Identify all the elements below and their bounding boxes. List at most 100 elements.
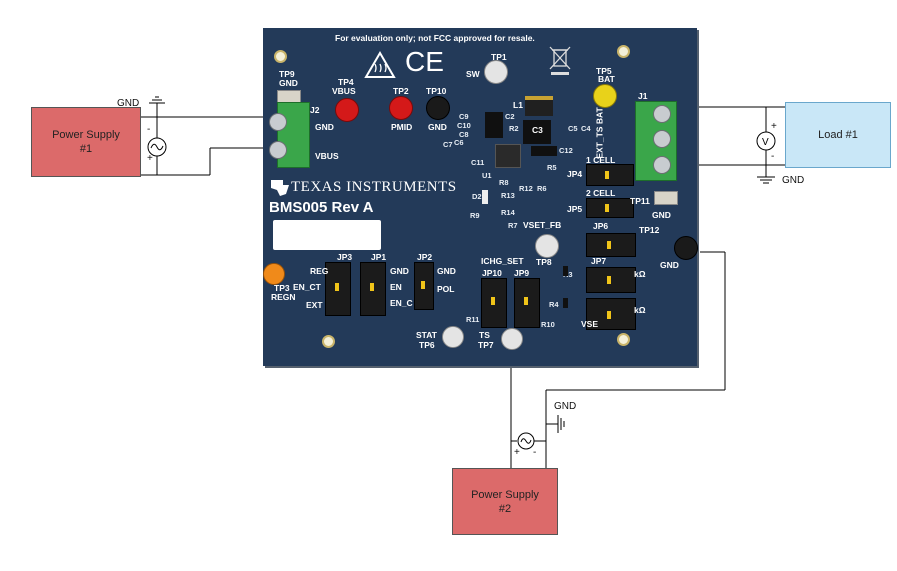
resistor-r4 bbox=[563, 298, 568, 308]
jp4-cell-label: 1 CELL bbox=[586, 155, 616, 165]
fcc-notice: For evaluation only; not FCC approved fo… bbox=[335, 33, 535, 43]
c4-label: C4 bbox=[581, 124, 591, 133]
jp2-label: JP2 bbox=[417, 252, 433, 262]
load-name: Load #1 bbox=[818, 129, 858, 141]
jp9-jumper[interactable] bbox=[514, 278, 540, 328]
jp3-label: JP3 bbox=[337, 252, 353, 262]
capacitor-c12 bbox=[531, 146, 557, 156]
jumper-pin-icon bbox=[607, 241, 611, 249]
ps1-name: Power Supply bbox=[52, 129, 120, 141]
pol-label: POL bbox=[437, 284, 455, 294]
svg-text:V: V bbox=[762, 137, 769, 148]
stat-label: STAT bbox=[416, 330, 437, 340]
jp1-en-label: EN bbox=[390, 282, 402, 292]
ps2-name: Power Supply bbox=[471, 488, 539, 501]
tp2-test-point[interactable] bbox=[389, 96, 413, 120]
load-plus-label: + bbox=[771, 121, 777, 132]
tp10-test-point[interactable] bbox=[426, 96, 450, 120]
jumper-pin-icon bbox=[421, 281, 425, 289]
tp7-label: TP7 bbox=[478, 340, 494, 350]
tp10-gnd-label: GND bbox=[428, 122, 447, 132]
c8-label: C8 bbox=[459, 130, 469, 139]
j2-terminal-block[interactable] bbox=[269, 102, 310, 168]
screw-icon bbox=[269, 113, 287, 131]
tp4-label: TP4 bbox=[338, 77, 354, 87]
r11-label: R11 bbox=[466, 315, 480, 324]
jp5-cell-label: 2 CELL bbox=[586, 188, 616, 198]
tp12-test-point[interactable] bbox=[674, 236, 698, 260]
vset-fb-label: VSET_FB bbox=[523, 220, 562, 230]
mounting-hole-icon bbox=[322, 335, 335, 348]
ce-mark: CE bbox=[405, 46, 444, 77]
c10-label: C10 bbox=[457, 121, 471, 130]
jp1-label: JP1 bbox=[371, 252, 387, 262]
tp9-label: TP9 bbox=[279, 69, 295, 79]
jp8-jumper[interactable] bbox=[586, 298, 636, 330]
tp5-bat-label: BAT bbox=[598, 74, 615, 84]
reg-label: REG bbox=[310, 266, 329, 276]
ps2-minus-label: - bbox=[533, 447, 537, 458]
r12-label: R12 bbox=[519, 184, 533, 193]
jp5-jumper[interactable] bbox=[586, 198, 634, 218]
jumper-pin-icon bbox=[607, 311, 611, 319]
led-d2 bbox=[482, 190, 488, 204]
tp8-test-point[interactable] bbox=[535, 234, 559, 258]
tp6-test-point[interactable] bbox=[442, 326, 464, 348]
power-supply-1: Power Supply #1 bbox=[31, 107, 141, 177]
jp1-jumper[interactable] bbox=[360, 262, 386, 316]
screw-icon bbox=[653, 130, 671, 148]
ps2-plus-label: + bbox=[514, 447, 520, 458]
ichg-set-label: ICHG_SET bbox=[481, 256, 524, 266]
tp11-gnd-label: GND bbox=[652, 210, 671, 220]
jumper-pin-icon bbox=[607, 276, 611, 284]
hot-surface-warning-icon bbox=[364, 51, 396, 78]
c3-label: C3 bbox=[532, 125, 543, 135]
weee-bin-icon bbox=[549, 46, 571, 75]
tp8-label: TP8 bbox=[536, 257, 552, 267]
load-gnd-label: GND bbox=[782, 175, 805, 186]
jp7-jumper[interactable] bbox=[586, 267, 636, 293]
tp10-label: TP10 bbox=[426, 86, 447, 96]
jp6-jumper[interactable] bbox=[586, 233, 636, 257]
ext-label: EXT bbox=[306, 300, 323, 310]
r8-label: R8 bbox=[499, 178, 509, 187]
resistor-r3 bbox=[563, 266, 568, 276]
r10-label: R10 bbox=[541, 320, 555, 329]
j2-gnd-label: GND bbox=[315, 122, 334, 132]
jp4-label: JP4 bbox=[567, 169, 583, 179]
tp4-test-point[interactable] bbox=[335, 98, 359, 122]
evaluation-board: For evaluation only; not FCC approved fo… bbox=[263, 28, 698, 366]
tp7-test-point[interactable] bbox=[501, 328, 523, 350]
tp12-label: TP12 bbox=[639, 225, 660, 235]
mounting-hole-icon bbox=[274, 50, 287, 63]
ps1-minus-label: - bbox=[147, 124, 151, 135]
tp11-test-point[interactable] bbox=[654, 191, 678, 205]
en-ct-label: EN_CT bbox=[293, 282, 321, 292]
ps1-gnd-label: GND bbox=[117, 98, 140, 109]
tp3-test-point[interactable] bbox=[263, 263, 285, 285]
c2-label: C2 bbox=[505, 112, 515, 121]
u1-label: U1 bbox=[482, 171, 492, 180]
capacitor-bank bbox=[485, 112, 503, 138]
j1-terminal-block[interactable] bbox=[635, 101, 677, 181]
capacitor-c3 bbox=[523, 120, 551, 144]
jp3-jumper[interactable] bbox=[325, 262, 351, 316]
jumper-pin-icon bbox=[370, 283, 374, 291]
c6-label: C6 bbox=[454, 138, 464, 147]
jp10-jumper[interactable] bbox=[481, 278, 507, 328]
jp2-jumper[interactable] bbox=[414, 262, 434, 310]
load-1: Load #1 bbox=[785, 102, 891, 168]
ps1-number: #1 bbox=[79, 143, 93, 155]
label-area bbox=[273, 220, 381, 250]
tp1-test-point[interactable] bbox=[484, 60, 508, 84]
ps2-gnd-label: GND bbox=[554, 401, 577, 412]
r4-label: R4 bbox=[549, 300, 559, 309]
r13-label: R13 bbox=[501, 191, 515, 200]
load-voltmeter-symbol bbox=[756, 131, 776, 151]
ps2-number: #2 bbox=[498, 502, 512, 515]
jp4-jumper[interactable] bbox=[586, 164, 634, 186]
c9-label: C9 bbox=[459, 112, 469, 121]
tp5-test-point[interactable] bbox=[593, 84, 617, 108]
load-minus-label: - bbox=[771, 151, 775, 162]
